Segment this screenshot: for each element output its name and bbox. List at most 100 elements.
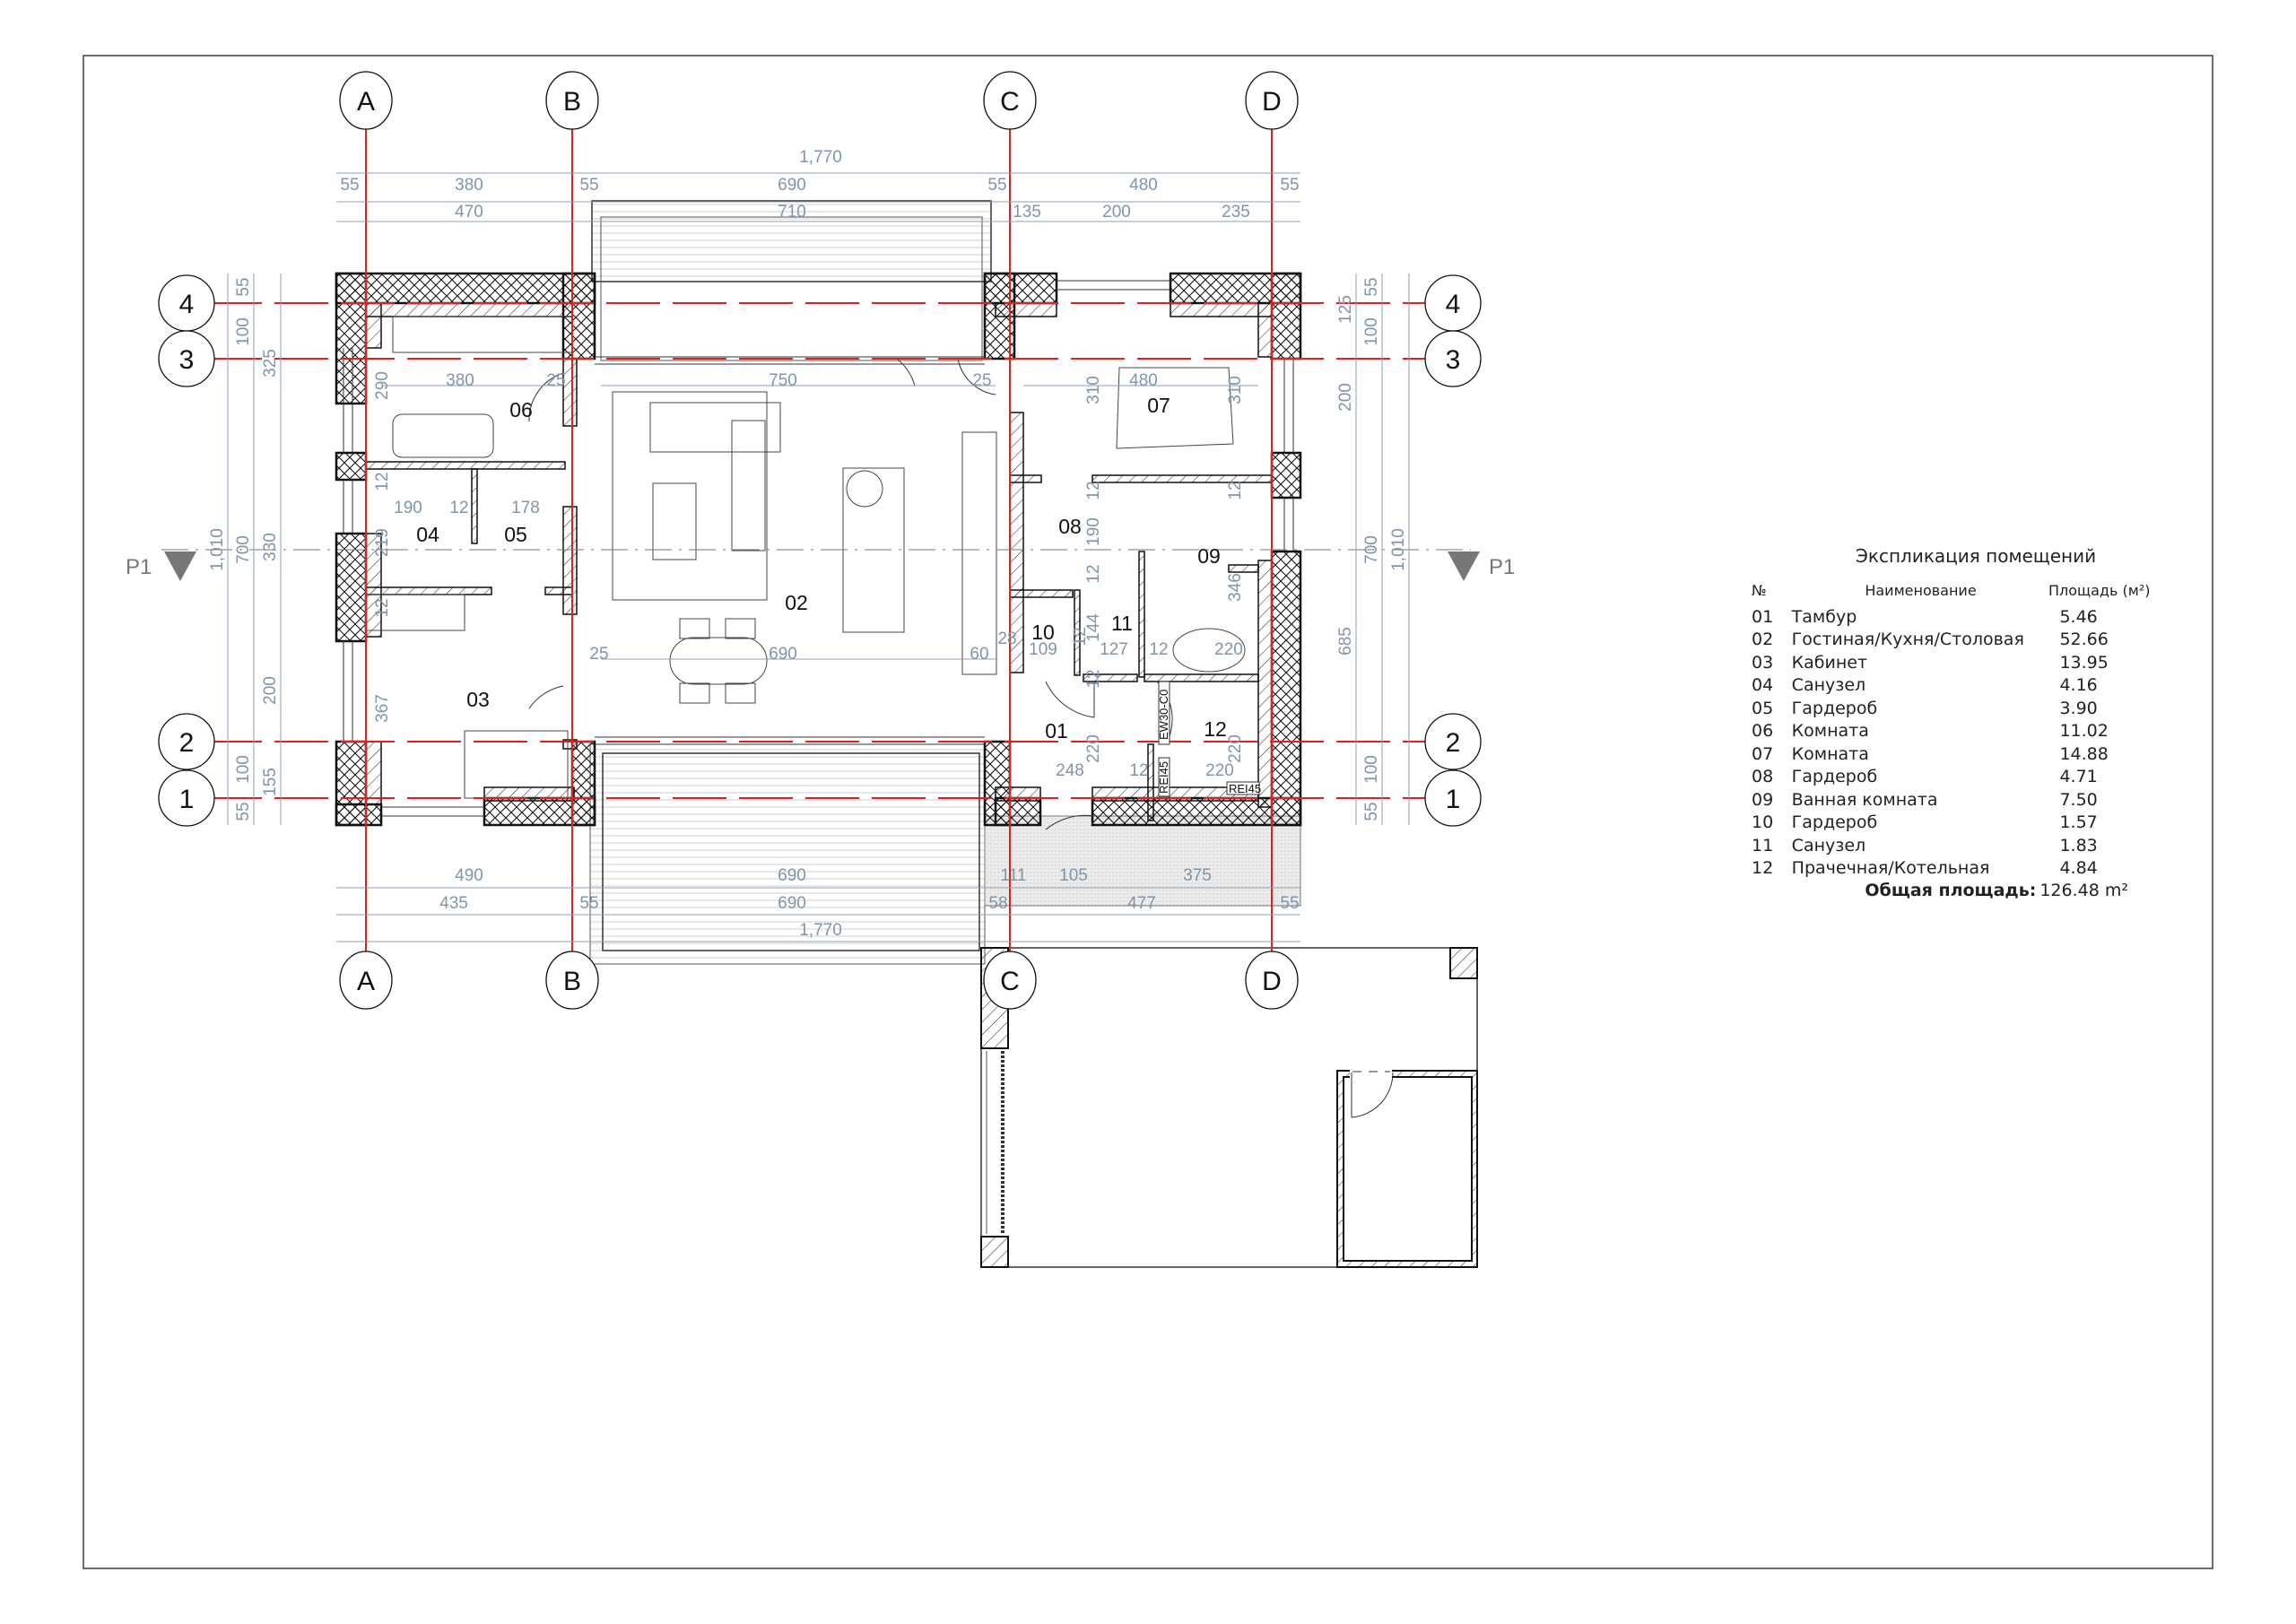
room-04-label: 04 xyxy=(416,523,439,546)
room-area: 52.66 xyxy=(2059,630,2109,649)
tag-rei45-door: REI45 xyxy=(1157,761,1170,794)
storage-shed xyxy=(1336,1067,1478,1268)
room-area: 3.90 xyxy=(2059,698,2098,718)
svg-text:248: 248 xyxy=(1056,761,1084,780)
room-name: Гардероб xyxy=(1791,812,1878,832)
room-no: 05 xyxy=(1752,698,1774,718)
svg-text:100: 100 xyxy=(234,755,253,784)
svg-text:155: 155 xyxy=(261,768,280,796)
room-name: Санузел xyxy=(1791,835,1866,855)
svg-text:480: 480 xyxy=(1129,371,1158,390)
room-area: 1.83 xyxy=(2059,835,2098,855)
room-no: 08 xyxy=(1752,767,1774,786)
svg-text:12: 12 xyxy=(1149,640,1168,659)
svg-text:700: 700 xyxy=(1362,535,1381,564)
room-name: Прачечная/Котельная xyxy=(1791,858,1990,878)
tag-rei45-wall: REI45 xyxy=(1229,782,1261,795)
axis-bubble-2-left xyxy=(158,713,215,770)
dimension-text-left: 1,010 55 100 700 100 55 325 330 200 155 xyxy=(208,277,280,821)
svg-text:190: 190 xyxy=(394,499,422,517)
room-no: 02 xyxy=(1752,630,1774,649)
room-no: 10 xyxy=(1752,812,1774,832)
room-12-label: 12 xyxy=(1204,717,1227,741)
axis-bubble-1-left xyxy=(158,769,215,827)
svg-text:100: 100 xyxy=(1362,317,1381,346)
svg-text:3: 3 xyxy=(1446,345,1461,375)
room-no: 04 xyxy=(1752,675,1774,695)
room-no: 12 xyxy=(1752,858,1774,878)
room-area: 1.57 xyxy=(2059,812,2098,832)
dimension-text-right: 125 200 685 55 100 700 100 55 1,010 xyxy=(1336,277,1408,821)
svg-text:D: D xyxy=(1262,87,1282,117)
axis-bubble-C-bottom xyxy=(983,951,1037,1010)
axis-bubble-B-top xyxy=(545,71,599,130)
svg-text:109: 109 xyxy=(1029,640,1057,659)
svg-text:144: 144 xyxy=(1084,613,1103,642)
room-area: 14.88 xyxy=(2059,743,2109,764)
axis-bubbles xyxy=(158,71,1482,1010)
axis-grid xyxy=(208,121,1429,955)
svg-text:12: 12 xyxy=(1084,669,1103,688)
svg-text:220: 220 xyxy=(1226,734,1245,763)
svg-text:B: B xyxy=(563,967,581,996)
svg-text:235: 235 xyxy=(1222,203,1250,221)
svg-text:290: 290 xyxy=(373,371,392,400)
axis-bubble-3-right xyxy=(1424,330,1482,387)
svg-text:4: 4 xyxy=(179,290,195,319)
svg-text:C: C xyxy=(1000,967,1020,996)
room-10-label: 10 xyxy=(1031,621,1055,644)
svg-text:480: 480 xyxy=(1129,176,1158,195)
axis-bubble-1-right xyxy=(1424,769,1482,827)
svg-text:190: 190 xyxy=(1084,517,1103,546)
room-no: 03 xyxy=(1752,652,1774,673)
svg-text:470: 470 xyxy=(455,203,483,221)
svg-text:750: 750 xyxy=(769,371,797,390)
axis-bubble-B-bottom xyxy=(545,951,599,1010)
room-row: 08 Гардероб 4.71 xyxy=(1752,766,2164,789)
room-schedule: Экспликация помещений № Наименование Пло… xyxy=(1752,545,2164,900)
furniture xyxy=(365,316,1246,799)
svg-text:25: 25 xyxy=(972,371,991,390)
svg-text:2: 2 xyxy=(179,728,195,758)
svg-text:1: 1 xyxy=(1446,785,1461,814)
axis-bubble-C-top xyxy=(983,71,1037,130)
svg-text:25: 25 xyxy=(589,645,608,664)
svg-text:310: 310 xyxy=(1226,376,1245,404)
axis-bubble-A-top xyxy=(339,71,393,130)
svg-text:477: 477 xyxy=(1127,894,1156,913)
room-no: 09 xyxy=(1752,789,1774,810)
section-label-left: P1 xyxy=(126,555,152,579)
room-no: 11 xyxy=(1752,835,1774,855)
svg-text:55: 55 xyxy=(987,176,1006,195)
svg-text:380: 380 xyxy=(446,371,474,390)
room-09-label: 09 xyxy=(1197,544,1221,568)
svg-text:4: 4 xyxy=(1446,290,1461,319)
svg-text:111: 111 xyxy=(1001,866,1027,885)
axis-bubble-3-left xyxy=(158,330,215,387)
section-line: P1 P1 xyxy=(126,549,1515,581)
svg-text:3: 3 xyxy=(179,345,195,375)
header-area: Площадь (м²) xyxy=(2048,582,2151,599)
svg-text:B: B xyxy=(563,87,581,117)
svg-text:A: A xyxy=(357,87,375,117)
svg-text:C: C xyxy=(1000,87,1020,117)
svg-text:1,770: 1,770 xyxy=(799,921,842,940)
room-06-label: 06 xyxy=(509,398,533,421)
room-name: Кабинет xyxy=(1791,652,1868,673)
room-area: 13.95 xyxy=(2059,652,2109,673)
svg-text:55: 55 xyxy=(1362,277,1381,296)
axis-bubble-2-right xyxy=(1424,713,1482,770)
section-marker-right-icon xyxy=(1448,551,1480,581)
room-name: Комната xyxy=(1791,721,1869,741)
room-row: 10 Гардероб 1.57 xyxy=(1752,812,2164,835)
room-name: Гардероб xyxy=(1791,767,1878,786)
svg-text:310: 310 xyxy=(1084,376,1103,404)
room-area: 4.71 xyxy=(2059,767,2098,786)
room-area: 4.16 xyxy=(2059,675,2098,695)
